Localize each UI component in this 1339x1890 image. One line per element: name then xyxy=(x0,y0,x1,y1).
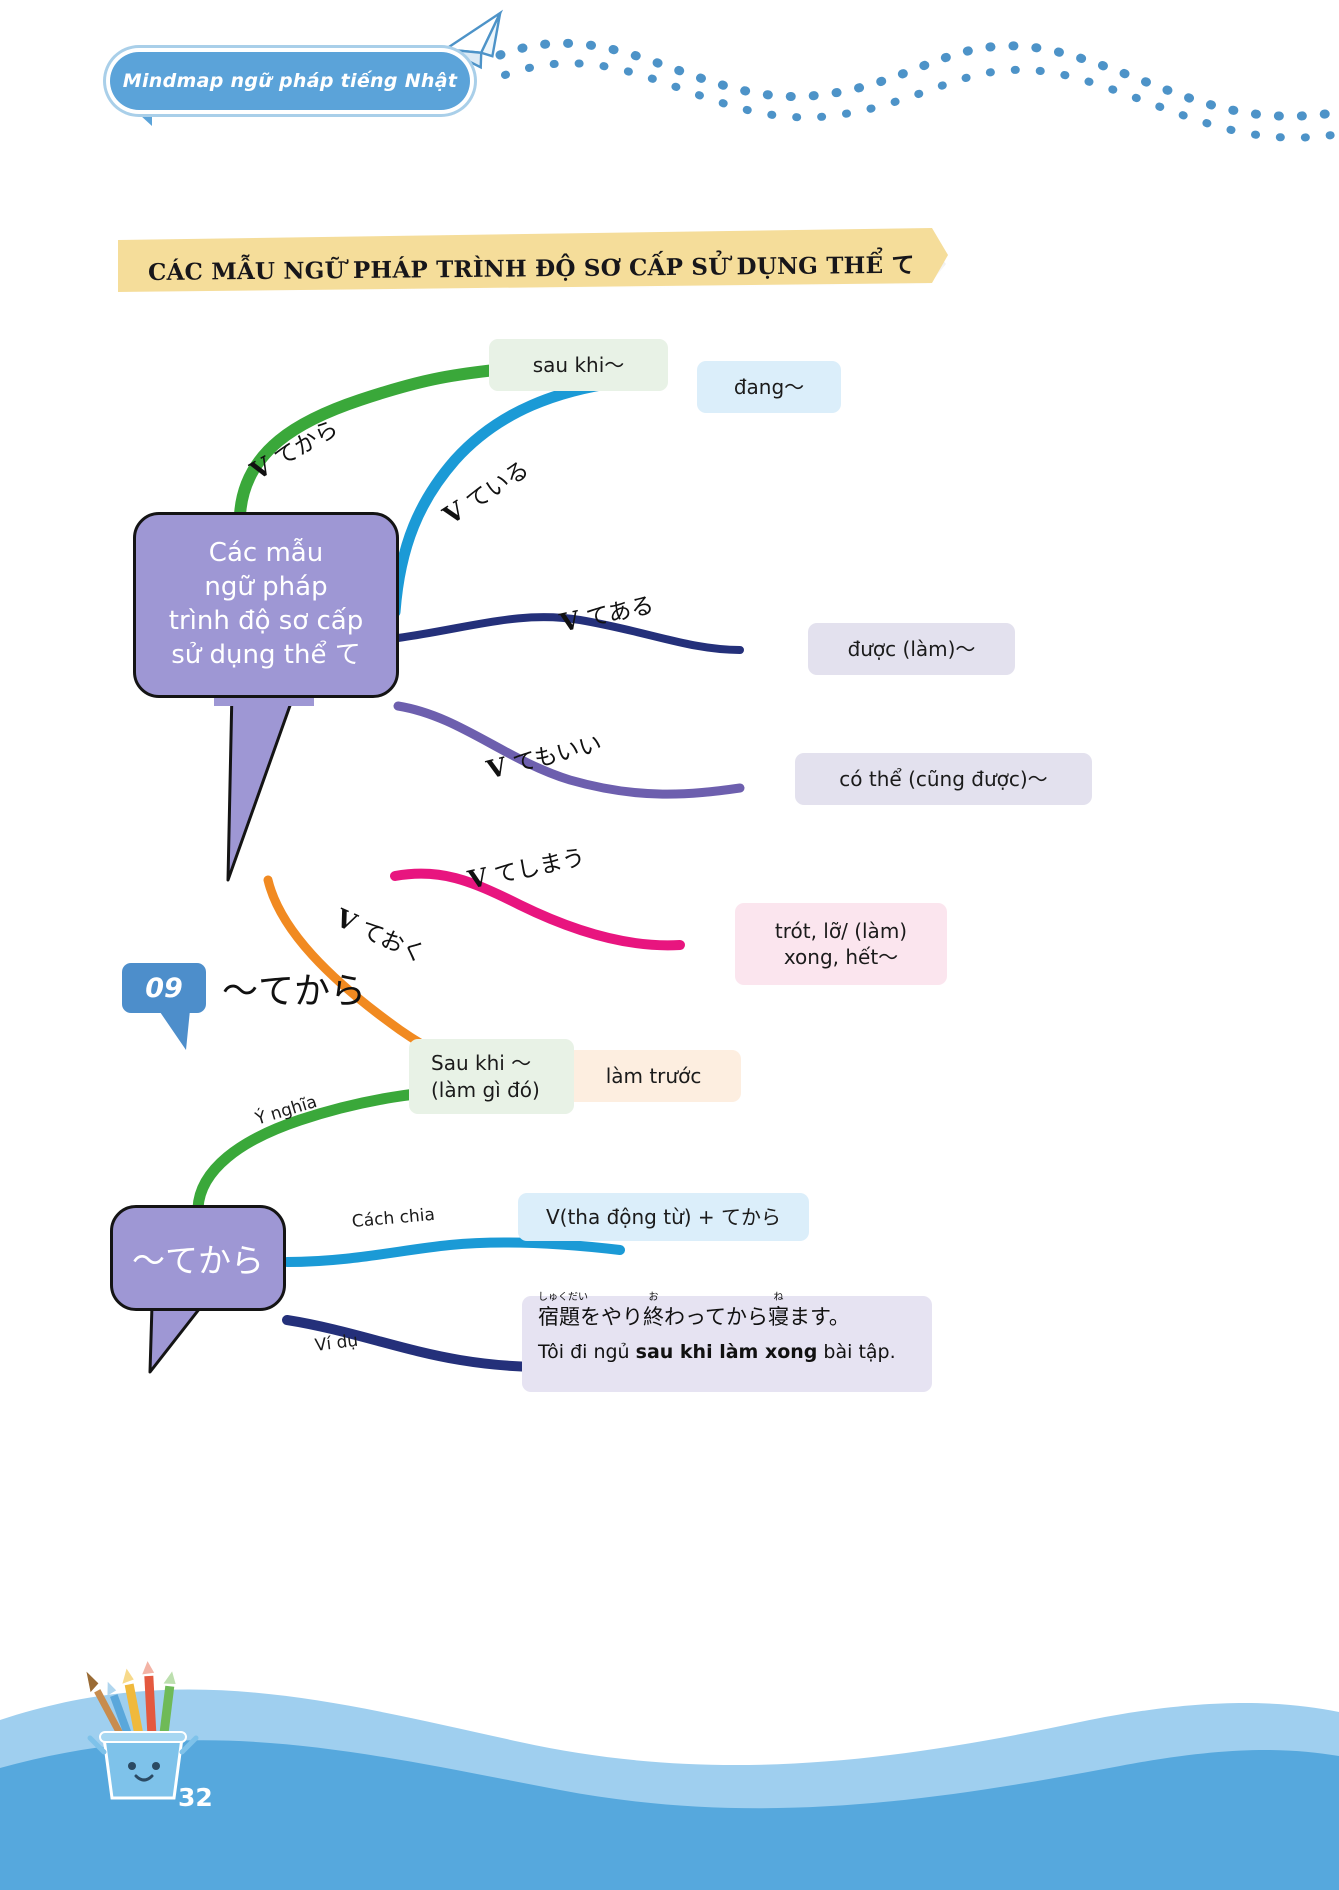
mindmap-center-node: Các mẫu ngữ pháp trình độ sơ cấp sử dụng… xyxy=(133,512,399,698)
branch-verb-tekara: V xyxy=(245,451,277,486)
banner-title: CÁC MẪU NGỮ PHÁP TRÌNH ĐỘ SƠ CẤP SỬ DỤNG… xyxy=(147,251,915,286)
branch-pattern-teoku: ておく xyxy=(355,916,429,969)
leaf-co-the-label: có thể (cũng được)〜 xyxy=(839,766,1048,791)
example-ruby-neru: ね 寝 xyxy=(767,1293,789,1329)
section-leaf-meaning: Sau khi 〜 (làm gì đó) xyxy=(409,1039,574,1114)
example-base-owaru: 終 xyxy=(643,1305,664,1329)
example-ruby-reading-neru: ね xyxy=(773,1292,784,1303)
leaf-dang-label: đang〜 xyxy=(733,374,805,399)
branch-pattern-temoii: てもいい xyxy=(510,730,605,779)
leaf-sau-khi: sau khi〜 xyxy=(489,339,668,391)
center-node-line-1: Các mẫu xyxy=(208,538,324,569)
leaf-duoc-lam-label: được (làm)〜 xyxy=(847,636,976,661)
example-base-wo-yari: をやり xyxy=(580,1305,643,1329)
section-label-vi-du: Ví dụ xyxy=(313,1330,360,1356)
branch-label-tearu: V てある xyxy=(556,586,656,639)
leaf-sau-khi-label: sau khi〜 xyxy=(532,352,625,377)
leaf-duoc-lam: được (làm)〜 xyxy=(808,623,1015,675)
section-number-badge: 09 xyxy=(122,963,206,1013)
section-leaf-meaning-line-2: (làm gì đó) xyxy=(431,1077,540,1102)
leaf-lam-truoc: làm trước xyxy=(566,1050,741,1102)
section-center-node-label: 〜てから xyxy=(132,1241,264,1280)
section-leaf-meaning-line-1: Sau khi 〜 xyxy=(431,1051,532,1076)
leaf-lam-truoc-label: làm trước xyxy=(605,1063,702,1088)
example-vi-bold: sau khi làm xong xyxy=(635,1341,818,1364)
branch-label-tekara: V てから xyxy=(244,409,344,486)
section-title: 〜てから xyxy=(222,971,367,1012)
example-ruby-reading-owaru: お xyxy=(648,1292,659,1303)
branch-pattern-teiru: ている xyxy=(461,456,534,516)
example-ruby-shukudai: しゅくだい 宿題 xyxy=(538,1293,588,1329)
page-number: 32 xyxy=(178,1783,213,1812)
section-center-node: 〜てから xyxy=(110,1205,286,1311)
branch-pattern-tekara: てから xyxy=(270,415,343,473)
branch-verb-teoku: V xyxy=(331,903,362,938)
header-pill-label: Mindmap ngữ pháp tiếng Nhật xyxy=(122,70,458,92)
leaf-dang: đang〜 xyxy=(697,361,841,413)
example-vi-suffix: bài tập. xyxy=(817,1341,896,1364)
branch-label-teshimau: V てしまう xyxy=(464,838,587,896)
branch-label-teoku: V ておく xyxy=(331,899,432,969)
example-base-masu: ます。 xyxy=(788,1305,850,1329)
header-pill: Mindmap ngữ pháp tiếng Nhật xyxy=(110,52,470,110)
example-ruby-owaru: お 終 xyxy=(643,1293,664,1329)
example-ruby-reading-shukudai: しゅくだい xyxy=(538,1292,588,1303)
section-label-y-nghia: Ý nghĩa xyxy=(253,1091,320,1130)
branch-verb-teiru: V xyxy=(437,495,470,531)
center-node-line-4: sử dụng thể て xyxy=(171,639,361,670)
branch-pattern-tearu: てある xyxy=(584,592,657,633)
section-leaf-example: しゅくだい 宿題 をやり お 終 わってから ね 寝 ます。 Tôi đi ng… xyxy=(522,1293,932,1392)
example-vietnamese: Tôi đi ngủ sau khi làm xong bài tập. xyxy=(538,1341,916,1363)
example-base-wattekara: わってから xyxy=(664,1305,768,1329)
example-base-shukudai: 宿題 xyxy=(538,1305,580,1329)
example-vi-prefix: Tôi đi ngủ xyxy=(538,1341,636,1364)
branch-verb-temoii: V xyxy=(483,751,510,785)
center-node-line-3: trình độ sơ cấp xyxy=(168,606,364,636)
leaf-co-the: có thể (cũng được)〜 xyxy=(795,753,1092,805)
leaf-trot-lo-line-1: trót, lỡ/ (làm) xyxy=(774,918,908,943)
branch-label-temoii: V てもいい xyxy=(483,724,605,785)
branch-verb-teshimau: V xyxy=(465,862,491,895)
section-label-cach-chia: Cách chia xyxy=(351,1204,436,1232)
section-leaf-conjugation-label: V(tha động từ) + てから xyxy=(545,1204,782,1229)
branch-label-teiru: V ている xyxy=(436,451,535,532)
leaf-trot-lo-line-2: xong, hết〜 xyxy=(783,945,899,969)
example-base-neru: 寝 xyxy=(767,1305,789,1329)
example-japanese: しゅくだい 宿題 をやり お 終 わってから ね 寝 ます。 xyxy=(538,1293,916,1329)
center-node-line-2: ngữ pháp xyxy=(204,572,328,603)
leaf-trot-lo: trót, lỡ/ (làm) xong, hết〜 xyxy=(735,903,947,985)
branch-verb-tearu: V xyxy=(557,605,583,638)
section-number-label: 09 xyxy=(145,972,183,1004)
branch-pattern-teshimau: てしまう xyxy=(492,844,588,890)
section-leaf-conjugation: V(tha động từ) + てから xyxy=(518,1193,809,1241)
